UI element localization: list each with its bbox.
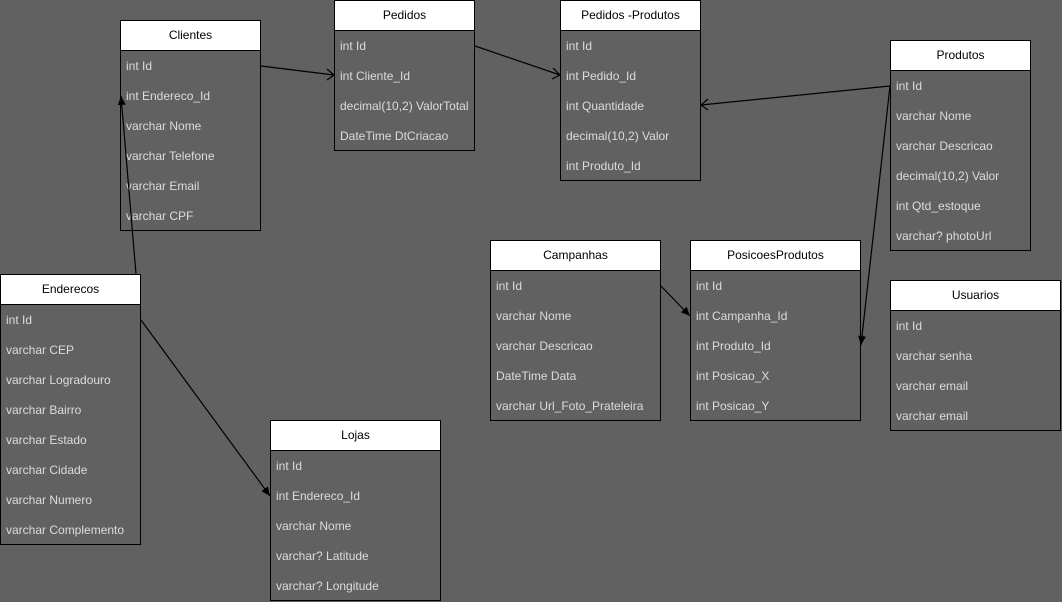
field: varchar Complemento bbox=[6, 523, 125, 537]
field: varchar Url_Foto_Prateleira bbox=[496, 399, 644, 413]
field: int Id bbox=[276, 459, 303, 473]
entity-enderecos[interactable]: Enderecos int Id varchar CEP varchar Log… bbox=[0, 274, 141, 545]
field: varchar Bairro bbox=[6, 403, 82, 417]
field: varchar CPF bbox=[126, 209, 194, 223]
field: varchar Numero bbox=[6, 493, 93, 507]
entity-usuarios[interactable]: Usuarios int Id varchar senha varchar em… bbox=[890, 280, 1061, 431]
field: int Produto_Id bbox=[566, 159, 641, 173]
field: int Cliente_Id bbox=[340, 69, 411, 83]
field: int Id bbox=[496, 279, 523, 293]
field: int Posicao_X bbox=[696, 369, 770, 383]
field: varchar Nome bbox=[276, 519, 352, 533]
entity-title: Pedidos bbox=[335, 1, 474, 31]
field: varchar Telefone bbox=[126, 149, 215, 163]
field: varchar email bbox=[896, 409, 969, 423]
rel-pedidos-pedidosprodutos bbox=[474, 45, 562, 80]
field: varchar? Longitude bbox=[276, 579, 379, 593]
field: int Id bbox=[696, 279, 723, 293]
entity-pedidos-produtos[interactable]: Pedidos -Produtos int Id int Pedido_Id i… bbox=[560, 0, 701, 181]
rel-campanhas-posicoesprodutos bbox=[660, 285, 691, 317]
entity-posicoes-produtos[interactable]: PosicoesProdutos int Id int Campanha_Id … bbox=[690, 240, 861, 421]
rel-enderecos-lojas bbox=[140, 319, 271, 497]
entity-title: Enderecos bbox=[1, 275, 140, 305]
field: int Id bbox=[896, 319, 923, 333]
rel-produtos-pedidosprodutos bbox=[700, 85, 891, 111]
field: varchar Nome bbox=[126, 119, 202, 133]
rel-produtos-posicoesprodutos bbox=[858, 85, 891, 346]
field: varchar email bbox=[896, 379, 969, 393]
entity-campanhas[interactable]: Campanhas int Id varchar Nome varchar De… bbox=[490, 240, 661, 421]
entity-title: PosicoesProdutos bbox=[691, 241, 860, 271]
entity-title: Clientes bbox=[121, 21, 260, 51]
field: varchar Descricao bbox=[896, 139, 993, 153]
field: int Id bbox=[126, 59, 153, 73]
field: int Id bbox=[896, 79, 923, 93]
field: varchar senha bbox=[896, 349, 973, 363]
rel-clientes-pedidos bbox=[260, 65, 335, 81]
entity-title: Usuarios bbox=[891, 281, 1060, 311]
field: varchar Descricao bbox=[496, 339, 593, 353]
field: int Id bbox=[340, 39, 367, 53]
entity-title: Lojas bbox=[271, 421, 440, 451]
field: int Id bbox=[6, 313, 33, 327]
field: int Id bbox=[566, 39, 593, 53]
entity-clientes[interactable]: Clientes int Id int Endereco_Id varchar … bbox=[120, 20, 261, 231]
entity-title: Produtos bbox=[891, 41, 1030, 71]
field: int Posicao_Y bbox=[696, 399, 770, 413]
field: int Quantidade bbox=[566, 99, 645, 113]
field: varchar Logradouro bbox=[6, 373, 111, 387]
field: varchar CEP bbox=[6, 343, 75, 357]
field: decimal(10,2) Valor bbox=[566, 129, 670, 143]
entity-title: Campanhas bbox=[491, 241, 660, 271]
field: DateTime Data bbox=[496, 369, 577, 383]
field: varchar? Latitude bbox=[276, 549, 369, 563]
field: varchar Cidade bbox=[6, 463, 88, 477]
field: int Endereco_Id bbox=[276, 489, 361, 503]
field: int Campanha_Id bbox=[696, 309, 788, 323]
field: int Pedido_Id bbox=[566, 69, 637, 83]
field: int Produto_Id bbox=[696, 339, 771, 353]
field: int Endereco_Id bbox=[126, 89, 211, 103]
field: decimal(10,2) Valor bbox=[896, 169, 1000, 183]
field: varchar Estado bbox=[6, 433, 87, 447]
entity-produtos[interactable]: Produtos int Id varchar Nome varchar Des… bbox=[890, 40, 1031, 251]
field: varchar Nome bbox=[896, 109, 972, 123]
field: int Qtd_estoque bbox=[896, 199, 981, 213]
field: decimal(10,2) ValorTotal bbox=[340, 99, 469, 113]
field: varchar Email bbox=[126, 179, 200, 193]
field: DateTime DtCriacao bbox=[340, 129, 449, 143]
entity-title: Pedidos -Produtos bbox=[561, 1, 700, 31]
field: varchar? photoUrl bbox=[896, 229, 992, 243]
entity-lojas[interactable]: Lojas int Id int Endereco_Id varchar Nom… bbox=[270, 420, 441, 601]
entity-pedidos[interactable]: Pedidos int Id int Cliente_Id decimal(10… bbox=[334, 0, 475, 151]
field: varchar Nome bbox=[496, 309, 572, 323]
